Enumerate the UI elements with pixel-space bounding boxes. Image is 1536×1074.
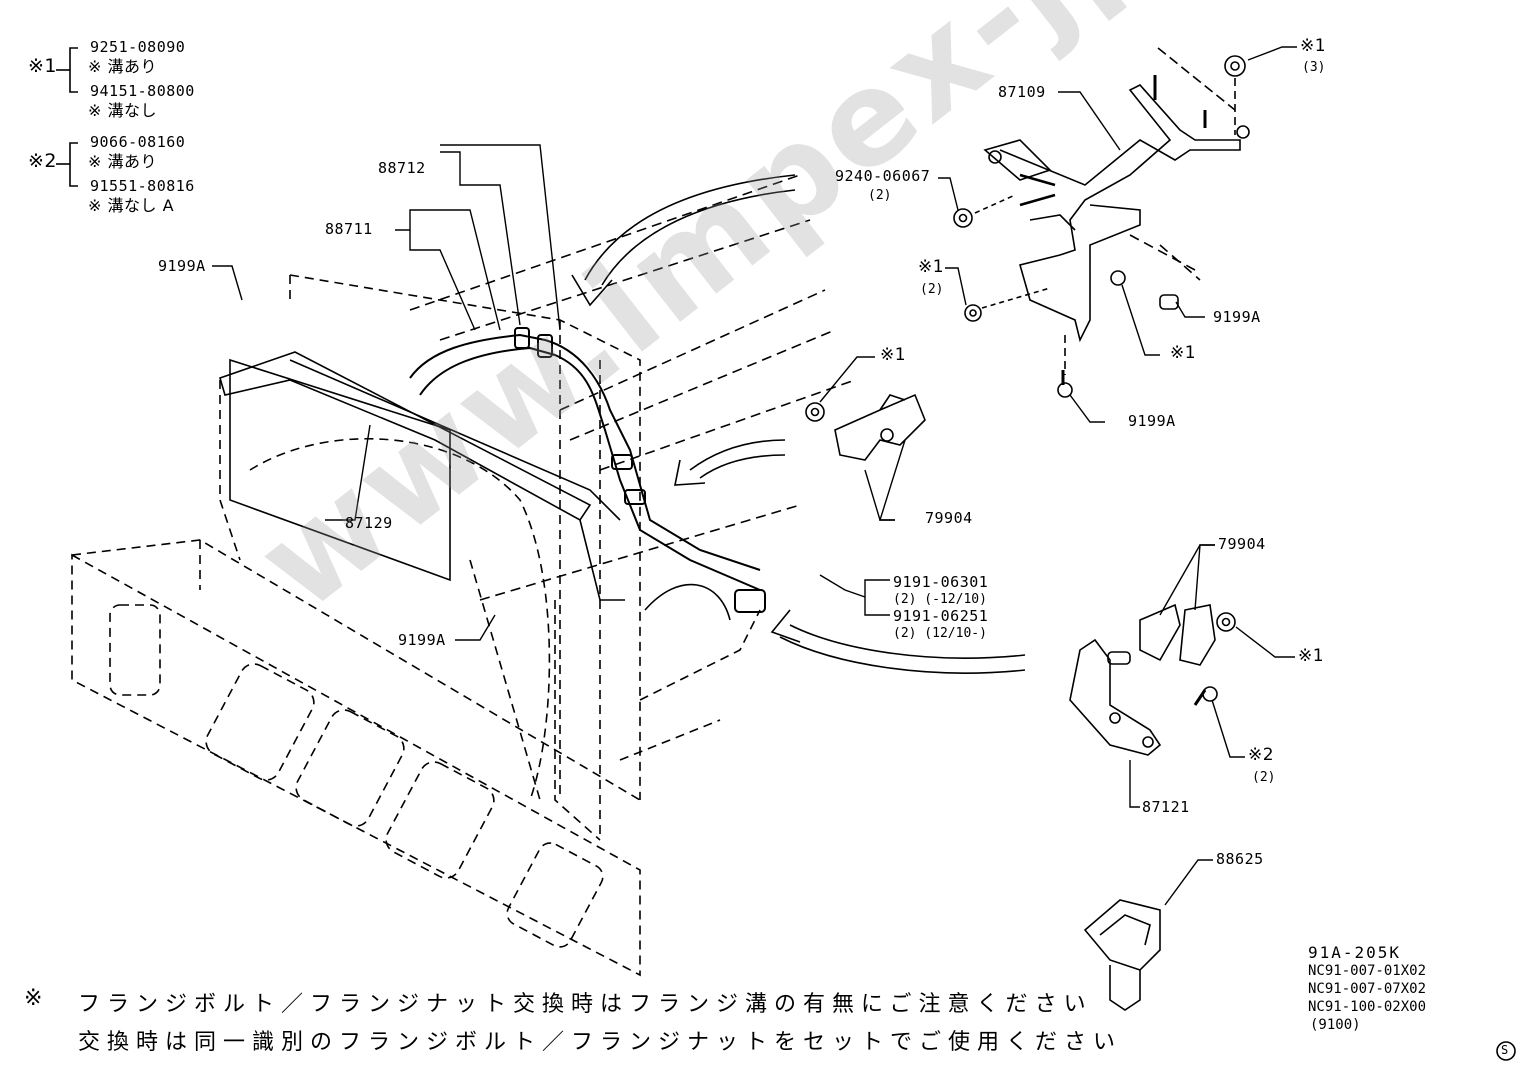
leader-lines: [212, 46, 1297, 906]
clip-79904-upper: [805, 393, 926, 461]
callout-9199a-bottom[interactable]: 9199A: [398, 631, 446, 649]
model-number: (9100): [1310, 1017, 1361, 1033]
s-badge: S: [1501, 1043, 1509, 1057]
callout-ref2-lower[interactable]: ※2: [1248, 745, 1275, 765]
legend-ref1-mark: ※1: [28, 55, 58, 77]
callout-88711[interactable]: 88711: [325, 220, 373, 238]
legend-ref1-desc-1: ※ 溝あり: [88, 57, 157, 76]
callout-79904-lower[interactable]: 79904: [1218, 535, 1266, 553]
callout-9191-06301-qty: (2) (-12/10): [893, 592, 987, 607]
bolt-icons-upper-right: [953, 47, 1250, 398]
legend-ref2-desc-2: ※ 溝なし A: [88, 196, 175, 215]
legend-ref2-mark: ※2: [28, 150, 58, 172]
callout-ref2-lower-qty: (2): [1252, 770, 1276, 785]
radiator-frame-outline: [71, 274, 761, 977]
connector-88625: [1083, 899, 1161, 1011]
direction-arrows: [571, 174, 1026, 674]
callout-9191-06301[interactable]: 9191-06301: [893, 573, 989, 591]
model-code-3: NC91-100-02X00: [1308, 999, 1427, 1015]
callout-9191-06251[interactable]: 9191-06251: [893, 607, 989, 625]
legend-ref2-part-2[interactable]: 91551-80816: [90, 177, 195, 195]
callout-9199a-left[interactable]: 9199A: [158, 257, 206, 275]
callout-ref1-top-qty: (3): [1302, 60, 1326, 75]
callout-79904-upper[interactable]: 79904: [925, 509, 973, 527]
callout-9191-06251-qty: (2) (12/10-): [893, 626, 987, 641]
bracket-87109: [983, 84, 1241, 343]
model-code-1: NC91-007-01X02: [1308, 963, 1427, 979]
callout-ref1-top[interactable]: ※1: [1300, 36, 1327, 56]
s-badge-circle: [1496, 1041, 1516, 1061]
oil-cooler-pipes: [409, 327, 766, 613]
legend-ref1-part-1[interactable]: 9251-08090: [90, 38, 186, 56]
callout-ref1-mid[interactable]: ※1: [918, 257, 945, 277]
model-code-2: NC91-007-07X02: [1308, 981, 1427, 997]
callout-ref1-mid-qty: (2): [920, 282, 944, 297]
callout-88712[interactable]: 88712: [378, 159, 426, 177]
callout-87121[interactable]: 87121: [1142, 798, 1190, 816]
callout-9199a-right-lower[interactable]: 9199A: [1128, 412, 1176, 430]
legend-ref2-desc-1: ※ 溝あり: [88, 152, 157, 171]
fan-shroud: [229, 358, 731, 801]
legend-ref1-desc-2: ※ 溝なし: [88, 101, 157, 120]
callout-ref1-right[interactable]: ※1: [1170, 343, 1197, 363]
callout-ref1-lower[interactable]: ※1: [1298, 646, 1325, 666]
callout-9240-06067[interactable]: 9240-06067: [835, 167, 931, 185]
note-line-1: フランジボルト／フランジナット交換時はフランジ溝の有無にご注意ください: [78, 992, 1093, 1017]
projection-lines: [409, 174, 1201, 601]
bracket-87121: [1069, 603, 1236, 756]
note-mark: ※: [24, 986, 50, 1011]
callout-9199a-right[interactable]: 9199A: [1213, 308, 1261, 326]
callout-88625[interactable]: 88625: [1216, 850, 1264, 868]
callout-ref1-clip[interactable]: ※1: [880, 345, 907, 365]
callout-9240-qty: (2): [868, 188, 892, 203]
note-line-2: 交換時は同一識別のフランジボルト／フランジナットをセットでご使用ください: [78, 1030, 1123, 1055]
legend-bracket-1: [56, 47, 78, 93]
callout-87109[interactable]: 87109: [998, 83, 1046, 101]
crossmember: [219, 351, 625, 601]
callout-87129[interactable]: 87129: [345, 514, 393, 532]
legend-ref1-part-2[interactable]: 94151-80800: [90, 82, 195, 100]
radiator-grille-openings: [109, 604, 604, 948]
legend-ref2-part-1[interactable]: 9066-08160: [90, 133, 186, 151]
figure-code: 91A-205K: [1308, 943, 1402, 962]
legend-bracket-2: [56, 142, 78, 187]
